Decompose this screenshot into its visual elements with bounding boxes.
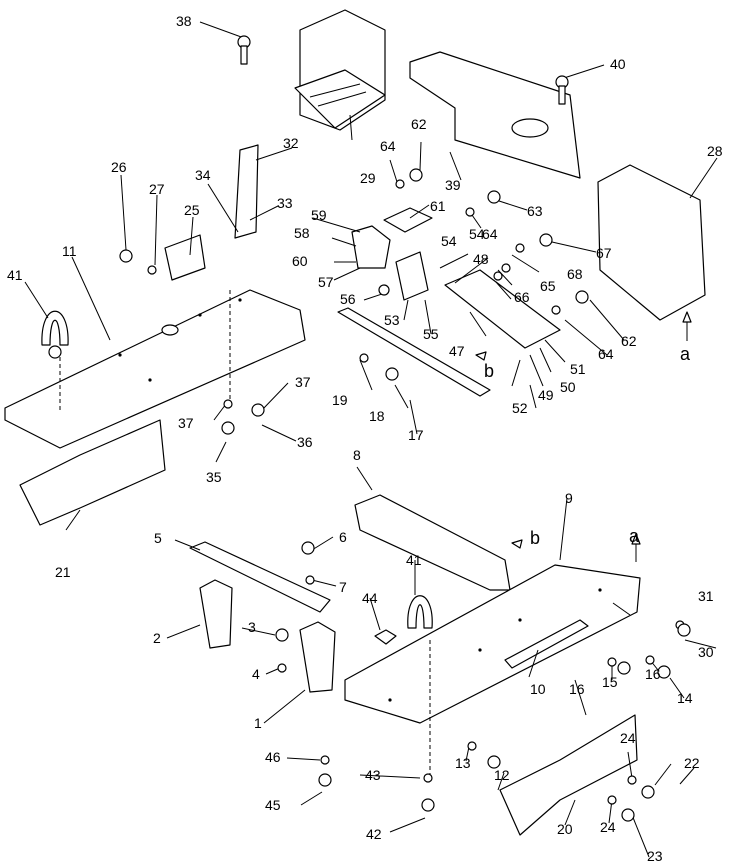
- callout-48: 48: [473, 251, 489, 267]
- callout-3: 3: [248, 619, 256, 635]
- callout-labels: 1 2 3 4 5 6 7 8 9 10 11 12 13 14 15 16 1…: [7, 13, 723, 863]
- callout-53: 53: [384, 312, 400, 328]
- callout-24b: 24: [600, 819, 616, 835]
- callout-15: 15: [602, 674, 618, 690]
- callout-46: 46: [265, 749, 281, 765]
- callout-17: 17: [408, 427, 424, 443]
- callout-64a: 64: [380, 138, 396, 154]
- callout-7: 7: [339, 579, 347, 595]
- view-ref-b-top: b: [484, 361, 494, 381]
- callout-50: 50: [560, 379, 576, 395]
- callout-62a: 62: [411, 116, 427, 132]
- callout-39: 39: [445, 177, 461, 193]
- callout-6: 6: [339, 529, 347, 545]
- callout-60: 60: [292, 253, 308, 269]
- callout-41a: 41: [7, 267, 23, 283]
- callout-22: 22: [684, 755, 700, 771]
- view-ref-a-bottom: a: [629, 526, 640, 546]
- callout-65: 65: [540, 278, 556, 294]
- callout-13: 13: [455, 755, 471, 771]
- view-arrows: [475, 311, 692, 549]
- callout-44: 44: [362, 590, 378, 606]
- callout-58: 58: [294, 225, 310, 241]
- callout-38: 38: [176, 13, 192, 29]
- callout-36: 36: [297, 434, 313, 450]
- callout-23: 23: [647, 848, 663, 863]
- callout-56: 56: [340, 291, 356, 307]
- callout-11: 11: [62, 243, 77, 259]
- callout-18: 18: [369, 408, 385, 424]
- callout-57: 57: [318, 274, 334, 290]
- callout-27: 27: [149, 181, 165, 197]
- view-reference-labels: a a b b: [484, 344, 691, 548]
- callout-45: 45: [265, 797, 281, 813]
- callout-32: 32: [283, 135, 299, 151]
- callout-35: 35: [206, 469, 222, 485]
- callout-21: 21: [55, 564, 71, 580]
- callout-10: 10: [530, 681, 546, 697]
- callout-40: 40: [610, 56, 626, 72]
- callout-51: 51: [570, 361, 586, 377]
- callout-41b: 41: [406, 552, 422, 568]
- callout-5: 5: [154, 530, 162, 546]
- callout-9: 9: [565, 490, 573, 506]
- callout-68: 68: [567, 266, 583, 282]
- callout-30: 30: [698, 644, 714, 660]
- callout-26: 26: [111, 159, 127, 175]
- callout-42: 42: [366, 826, 382, 842]
- callout-61: 61: [430, 198, 446, 214]
- callout-49: 49: [538, 387, 554, 403]
- callout-37b: 37: [178, 415, 194, 431]
- view-ref-b-bottom: b: [530, 528, 540, 548]
- callout-62b: 62: [621, 333, 637, 349]
- callout-64c: 64: [598, 346, 614, 362]
- fastener-symbols: [48, 35, 691, 822]
- callout-59: 59: [311, 207, 327, 223]
- callout-64b: 64: [482, 226, 498, 242]
- callout-19: 19: [332, 392, 348, 408]
- callout-25: 25: [184, 202, 200, 218]
- part-shapes: [4, 9, 706, 836]
- callout-43: 43: [365, 767, 381, 783]
- callout-4: 4: [252, 666, 260, 682]
- view-ref-a-top: a: [680, 344, 691, 364]
- callout-47: 47: [449, 343, 465, 359]
- callout-20: 20: [557, 821, 573, 837]
- callout-12: 12: [494, 767, 510, 783]
- callout-14: 14: [677, 690, 693, 706]
- callout-37a: 37: [295, 374, 311, 390]
- callout-33: 33: [277, 195, 293, 211]
- callout-16a: 16: [569, 681, 585, 697]
- callout-31: 31: [698, 588, 714, 604]
- callout-67: 67: [596, 245, 612, 261]
- callout-54a: 54: [441, 233, 457, 249]
- callout-24a: 24: [620, 730, 636, 746]
- callout-63: 63: [527, 203, 543, 219]
- callout-1: 1: [254, 715, 262, 731]
- callout-66: 66: [514, 289, 530, 305]
- callout-34: 34: [195, 167, 211, 183]
- callout-54b: 54: [469, 226, 485, 242]
- callout-55: 55: [423, 326, 439, 342]
- callout-29: 29: [360, 170, 376, 186]
- callout-16b: 16: [645, 666, 661, 682]
- callout-28: 28: [707, 143, 723, 159]
- callout-52: 52: [512, 400, 528, 416]
- callout-2: 2: [153, 630, 161, 646]
- callout-8: 8: [353, 447, 361, 463]
